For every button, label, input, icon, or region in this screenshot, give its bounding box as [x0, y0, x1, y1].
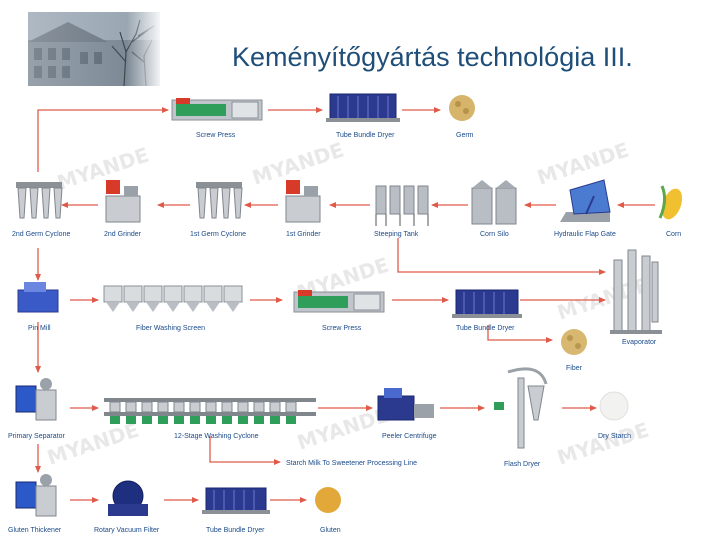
- svg-text:MYANDE: MYANDE: [534, 138, 632, 190]
- svg-text:Dry Starch: Dry Starch: [598, 433, 631, 440]
- building-photo: [28, 12, 160, 86]
- node-flash-dryer: Flash Dryer: [494, 367, 548, 468]
- svg-text:Primary Separator: Primary Separator: [8, 433, 65, 440]
- svg-text:Pin Mill: Pin Mill: [28, 325, 51, 332]
- node-second-germ-cyclone: 2nd Germ Cyclone: [12, 182, 70, 238]
- svg-text:2nd Grinder: 2nd Grinder: [104, 231, 142, 238]
- svg-text:Screw Press: Screw Press: [196, 132, 236, 139]
- svg-text:MYANDE: MYANDE: [554, 273, 652, 325]
- svg-text:Peeler Centrifuge: Peeler Centrifuge: [382, 433, 437, 440]
- svg-text:Corn Silo: Corn Silo: [480, 231, 509, 238]
- svg-text:MYANDE: MYANDE: [554, 418, 652, 470]
- svg-text:Flash Dryer: Flash Dryer: [504, 461, 541, 468]
- node-corn-silo: Corn Silo: [471, 180, 517, 238]
- svg-text:MYANDE: MYANDE: [294, 403, 392, 455]
- node-evaporator: Evaporator: [610, 249, 662, 346]
- node-gluten-thickener: Gluten Thickener: [8, 474, 62, 534]
- node-fiber-washing-screen: Fiber Washing Screen: [103, 285, 243, 332]
- node-tube-dryer-top: Tube Bundle Dryer: [326, 93, 400, 139]
- svg-text:Hydraulic Flap Gate: Hydraulic Flap Gate: [554, 231, 616, 238]
- node-tube-dryer-bottom: Tube Bundle Dryer: [202, 487, 270, 534]
- starch-milk-label: Starch Milk To Sweetener Processing Line: [286, 460, 417, 467]
- node-screw-press-mid: Screw Press: [293, 290, 385, 332]
- svg-text:Rotary Vacuum Filter: Rotary Vacuum Filter: [94, 527, 160, 534]
- node-germ: Germ: [449, 95, 475, 139]
- node-dry-starch: Dry Starch: [598, 391, 631, 440]
- svg-text:Corn: Corn: [666, 231, 681, 238]
- node-peeler-centrifuge: Peeler Centrifuge: [377, 388, 437, 440]
- svg-text:1st Grinder: 1st Grinder: [286, 231, 321, 238]
- svg-text:12-Stage Washing Cyclone: 12-Stage Washing Cyclone: [174, 433, 259, 440]
- svg-text:1st Germ Cyclone: 1st Germ Cyclone: [190, 231, 246, 238]
- svg-text:2nd Germ Cyclone: 2nd Germ Cyclone: [12, 231, 70, 238]
- node-washing-cyclone: 12-Stage Washing Cyclone: [104, 398, 316, 440]
- svg-text:Fiber: Fiber: [566, 365, 583, 372]
- node-first-grinder: 1st Grinder: [285, 180, 321, 238]
- svg-text:Tube Bundle Dryer: Tube Bundle Dryer: [206, 527, 265, 534]
- page-title: Keményítőgyártás technológia III.: [232, 42, 633, 72]
- svg-text:Fiber Washing Screen: Fiber Washing Screen: [136, 325, 205, 332]
- svg-text:Evaporator: Evaporator: [622, 339, 657, 346]
- node-rotary-vacuum-filter: Rotary Vacuum Filter: [94, 480, 160, 534]
- svg-text:Germ: Germ: [456, 132, 474, 139]
- node-gluten: Gluten: [315, 487, 341, 534]
- node-steeping-tank: Steeping Tank: [374, 185, 429, 238]
- svg-text:Tube Bundle Dryer: Tube Bundle Dryer: [456, 325, 515, 332]
- node-tube-dryer-mid: Tube Bundle Dryer: [452, 289, 522, 332]
- svg-text:Screw Press: Screw Press: [322, 325, 362, 332]
- svg-text:Tube Bundle Dryer: Tube Bundle Dryer: [336, 132, 395, 139]
- svg-text:Gluten: Gluten: [320, 527, 341, 534]
- node-hydraulic-flap-gate: Hydraulic Flap Gate: [554, 179, 616, 238]
- node-pin-mill: Pin Mill: [17, 282, 59, 332]
- node-second-grinder: 2nd Grinder: [104, 180, 142, 238]
- svg-text:Steeping Tank: Steeping Tank: [374, 231, 419, 238]
- node-primary-separator: Primary Separator: [8, 378, 65, 440]
- node-first-germ-cyclone: 1st Germ Cyclone: [190, 182, 246, 238]
- flow-arrows: [35, 107, 655, 503]
- svg-text:MYANDE: MYANDE: [44, 418, 142, 470]
- svg-text:Gluten Thickener: Gluten Thickener: [8, 527, 62, 534]
- node-corn: Corn: [658, 185, 683, 238]
- node-fiber: Fiber: [561, 329, 587, 372]
- node-screw-press-top: Screw Press: [171, 98, 263, 139]
